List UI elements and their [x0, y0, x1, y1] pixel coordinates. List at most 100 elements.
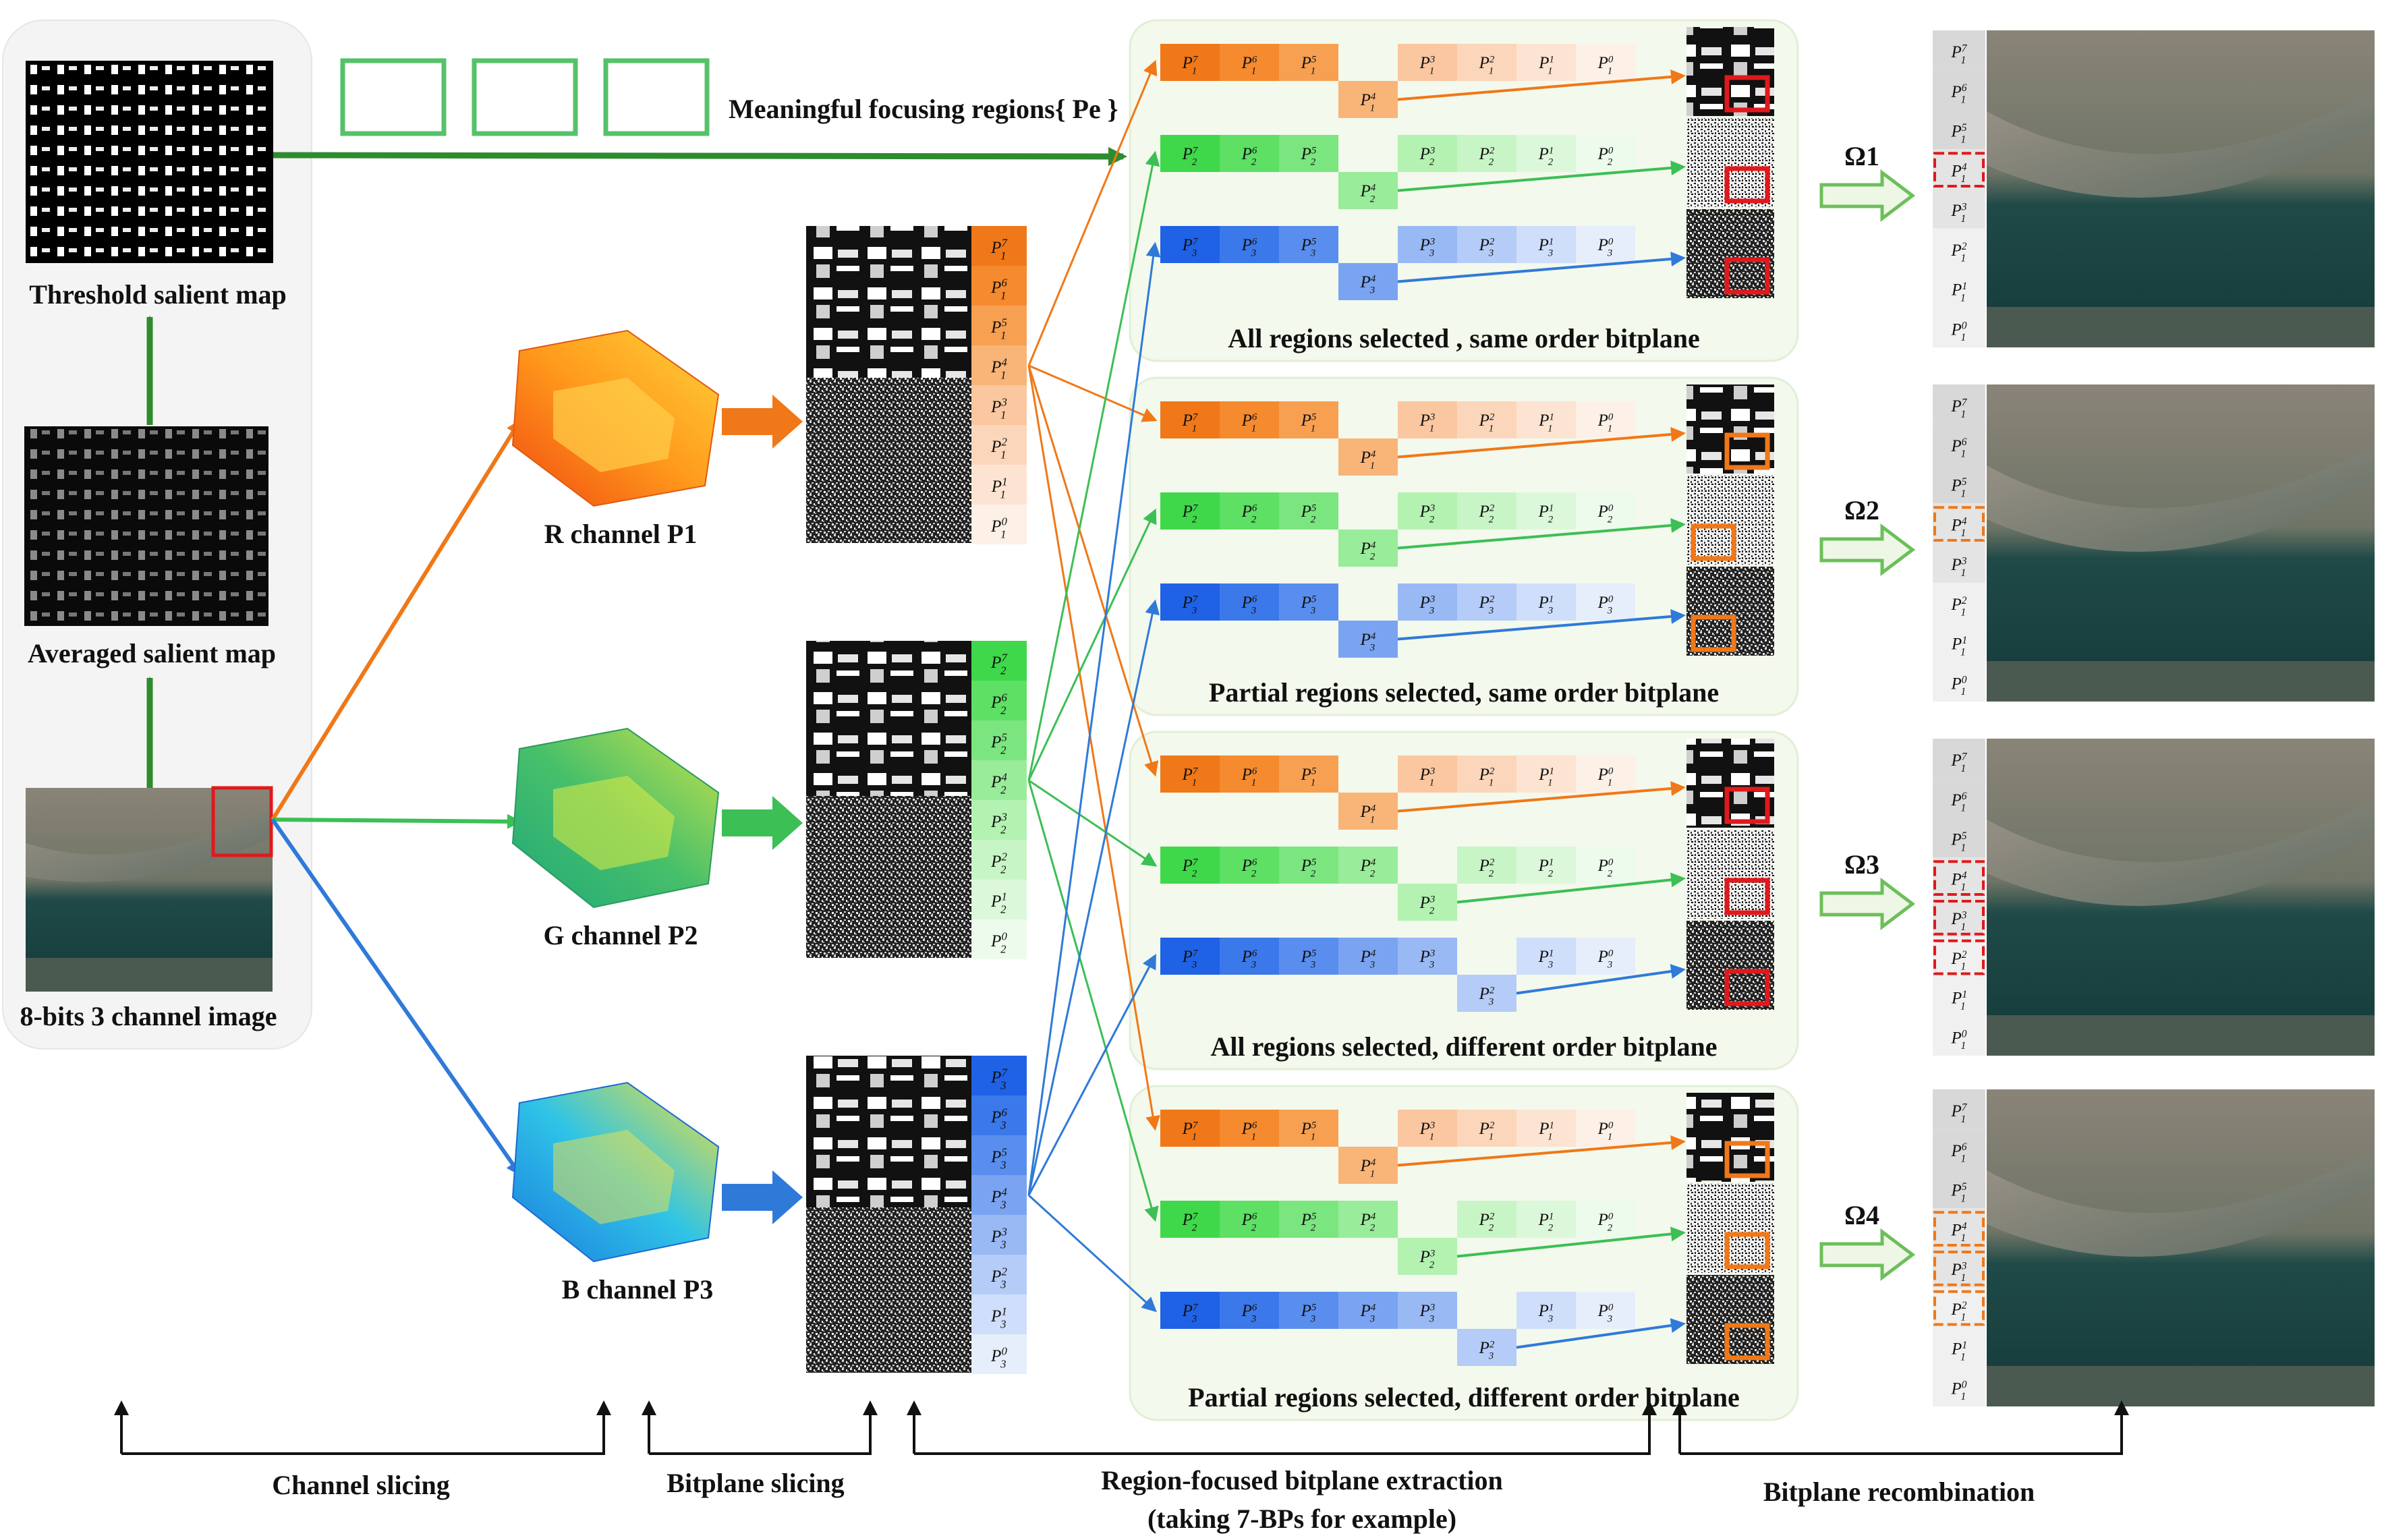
group-bitplane-cell [1338, 172, 1398, 209]
stack-bitplane-cell [971, 1095, 1027, 1135]
stage-brackets: Channel slicing Bitplane slicing Region-… [114, 1400, 2129, 1534]
group-bitplane-cell [1576, 938, 1635, 975]
stack-bitplane-cell [971, 345, 1027, 385]
result-bitplane-cell [1933, 739, 1985, 778]
result-bitplane-cell [1933, 662, 1985, 702]
routing-arrow [1027, 59, 1158, 366]
group-bitplane-cell [1516, 583, 1576, 621]
group-bitplane-cell [1516, 938, 1576, 975]
group-bitplane-cell [1398, 226, 1457, 263]
group-bitplane-cell [1457, 226, 1516, 263]
group-bitplane-cell [1516, 1201, 1576, 1238]
recombine-arrow [1819, 1228, 1916, 1282]
recombined-image-dock [1987, 445, 2375, 552]
result-bitplane-cell [1933, 582, 1985, 623]
group-bitplane-cell [1338, 1201, 1398, 1238]
stage-channel-slicing: Channel slicing [272, 1470, 449, 1500]
group-bitplane-cell [1160, 1292, 1220, 1329]
group-line-arrow [1397, 252, 1686, 283]
group-bitplane-cell [1516, 755, 1576, 793]
recombined-image-dock [1987, 91, 2375, 198]
threshold-to-extraction-arrow [273, 146, 1127, 166]
focus-region-marker [1724, 787, 1770, 824]
stack-bitplane-cell [971, 1215, 1027, 1255]
stack-bitplane-cell [971, 681, 1027, 720]
stage-region-extraction-line2: (taking 7-BPs for example) [1147, 1504, 1456, 1534]
recombine-arrow [1819, 523, 1916, 577]
recombine-arrow [1819, 169, 1916, 223]
stack-bitplane-cell [971, 1255, 1027, 1294]
stage-bitplane-recombination: Bitplane recombination [1763, 1477, 2035, 1507]
group-bitplane-cell [1220, 135, 1279, 172]
focus-region-marker [1724, 878, 1770, 915]
group-bitplane-cell [1160, 135, 1220, 172]
routing-arrow [1028, 364, 1158, 422]
result-bitplane-cell [1933, 30, 1985, 70]
recombined-image-dock [1987, 1150, 2375, 1257]
group-bitplane-cell [1279, 44, 1338, 81]
g-channel-label: G channel P2 [544, 920, 698, 950]
omega-label: Ω3 [1844, 849, 1879, 880]
b-channel-surface [511, 1081, 720, 1263]
group-bitplane-cell [1576, 847, 1635, 884]
group-bitplane-cell [1160, 847, 1220, 884]
bitplane-routing-arrows [1027, 59, 1161, 1313]
group-background [1129, 376, 1799, 716]
routing-arrow [1027, 780, 1159, 1222]
group-bitplane-cell [1516, 1292, 1576, 1329]
bracket-recombine [1680, 1400, 2129, 1455]
focus-regions-label: Meaningful focusing regions{ Pe } [729, 94, 1118, 124]
group-bitplane-cell [1457, 44, 1516, 81]
group-bitplane-cell [1398, 1110, 1457, 1147]
group-bitplane-cell [1338, 530, 1398, 567]
group-bitplane-cell [1220, 401, 1279, 438]
stack-bitplane-cell [971, 306, 1027, 345]
b-bitplane-stack [806, 1056, 975, 1373]
group-bitplane-cell [1279, 226, 1338, 263]
routing-arrow [1028, 779, 1158, 867]
result-bitplane-cell [1933, 1208, 1985, 1248]
group-bitplane-cell [1279, 492, 1338, 530]
group-bitplane-cell [1516, 226, 1576, 263]
group-bitplane-cell [1457, 755, 1516, 793]
focus-region-marker [1724, 1232, 1770, 1270]
stack-bitplane-cell [971, 266, 1027, 306]
region-thumbnail [1686, 1275, 1774, 1364]
result-bitplane-cell [1933, 1287, 1985, 1328]
group-line-arrow [1397, 161, 1686, 192]
